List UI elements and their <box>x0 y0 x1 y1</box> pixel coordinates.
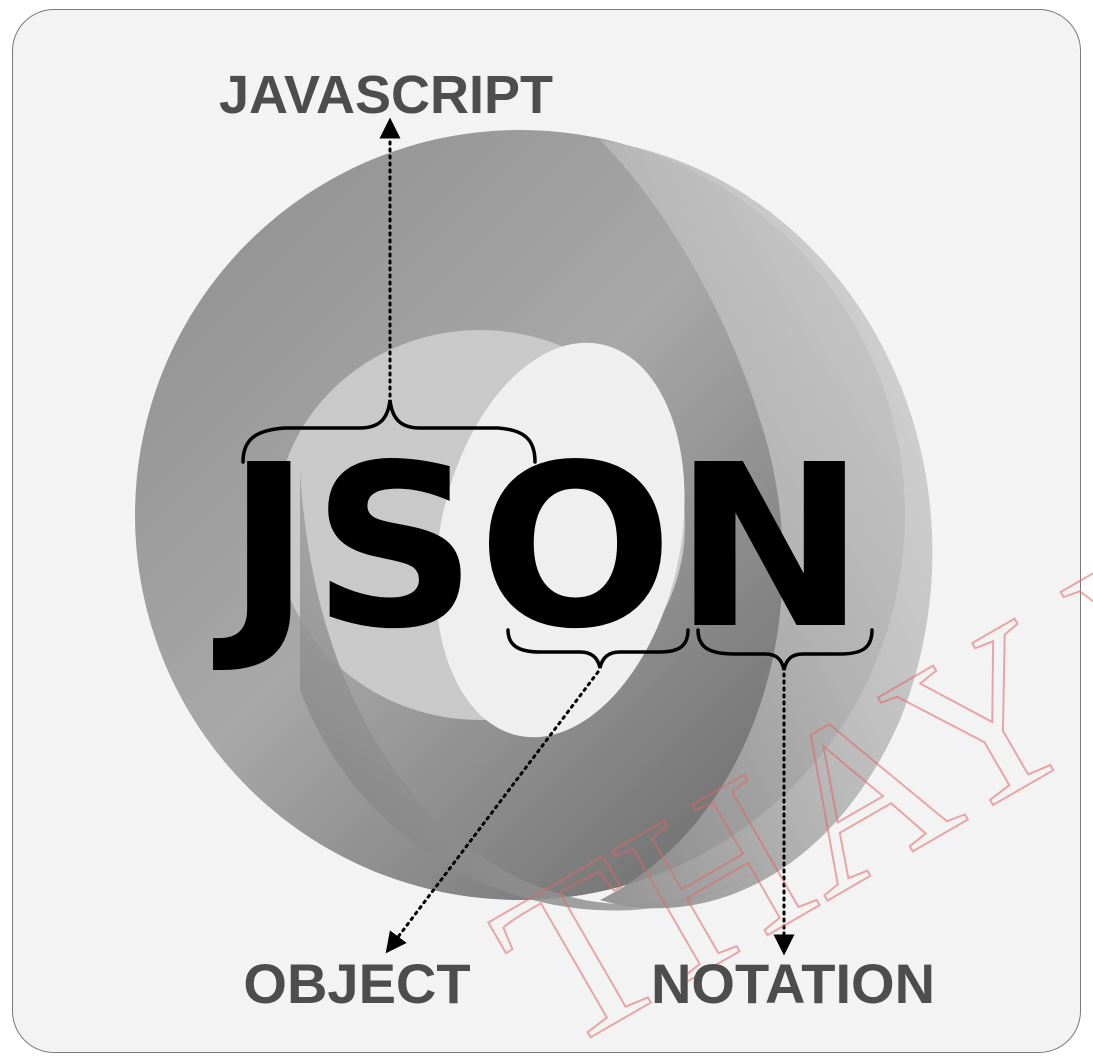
label-object: OBJECT <box>243 952 470 1015</box>
curly-brace-icon <box>696 628 874 671</box>
curly-brace-icon <box>241 399 537 464</box>
label-javascript: JAVASCRIPT <box>219 65 553 125</box>
json-word: JSON <box>213 417 866 679</box>
torus-logo-icon <box>135 130 933 911</box>
dotted-arrow-icon <box>385 670 600 954</box>
curly-brace-icon <box>506 628 690 669</box>
label-notation: NOTATION <box>651 952 935 1015</box>
